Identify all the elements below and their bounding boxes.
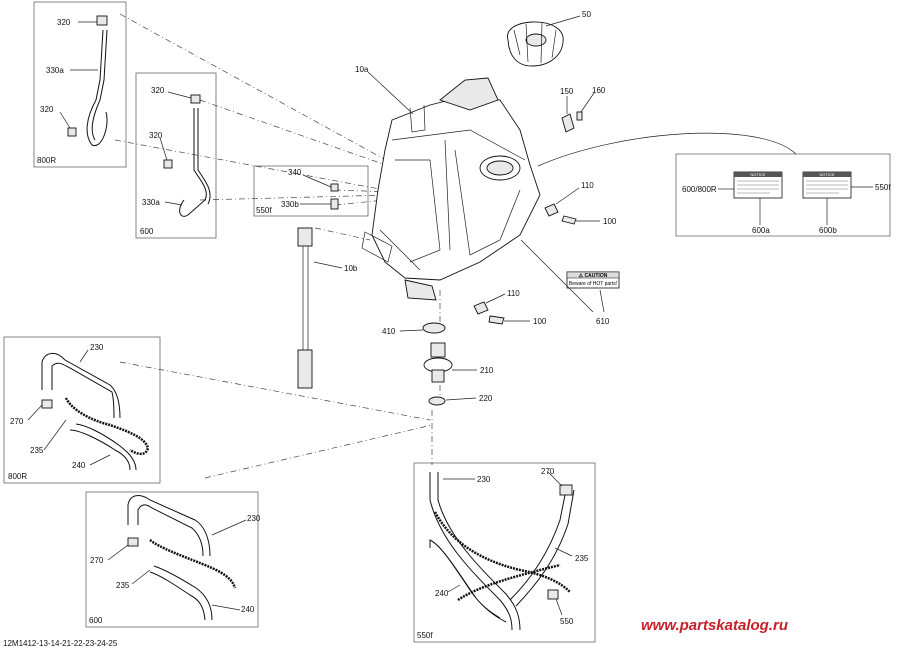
vent-hose-600 [163,94,211,217]
callout-10b: 10b [344,264,358,273]
callout-230: 230 [477,475,491,484]
callout-110: 110 [507,289,520,298]
callout-10a: 10a [355,65,369,74]
inset-600-hoses [85,491,259,628]
caution-decal-610: ⚠ CAUTION Beware of HOT parts! [566,271,620,289]
svg-text:Beware of HOT parts!: Beware of HOT parts! [569,281,617,287]
inset-tag-550f: 550f [256,206,272,215]
fuel-hose-set-600 [127,495,237,621]
fuel-cap-50 [507,21,564,67]
callout-340: 340 [288,168,302,177]
clamp-320-icon [163,159,173,169]
inset-800r-hoses [3,336,161,484]
watermark: www.partskatalog.ru [641,617,788,634]
notice-decal-600a: NOTICE [733,171,783,199]
callout-330b: 330b [281,200,299,209]
clamp-340-icon [330,183,339,192]
callout-240: 240 [241,605,255,614]
svg-text:NOTICE: NOTICE [819,172,834,177]
fuel-hose-set-800r [41,353,150,471]
callout-230: 230 [247,514,261,523]
callout-550f: 550f [875,183,891,192]
callout-160: 160 [592,86,606,95]
callout-270: 270 [541,467,555,476]
washer-110-icon [473,301,489,315]
callout-320: 320 [151,86,165,95]
inset-tag-800r: 800R [8,472,27,481]
clamp-220-icon [428,396,446,406]
inset-tag-600: 600 [140,227,154,236]
leader-to-tank [537,132,797,167]
notice-decal-600b: NOTICE [802,171,852,199]
fuel-level-sensor-10b [297,227,313,389]
callout-320: 320 [149,131,163,140]
inset-550f-vent [253,165,369,217]
callout-230: 230 [90,343,104,352]
bolt-100-icon [488,315,505,325]
clamp-320-icon [67,127,77,137]
figure-code: 12M1412-13-14-21-22-23-24-25 [3,639,118,648]
clamp-320-icon [190,94,201,104]
callout-100: 100 [533,317,547,326]
inset-600-vent [135,72,217,239]
inset-tag-550f: 550f [417,631,433,640]
inset-tag-800r: 800R [37,156,56,165]
callout-240: 240 [72,461,86,470]
callout-410: 410 [382,327,396,336]
callout-320: 320 [40,105,54,114]
bracket-150-icon [561,113,575,133]
callout-320: 320 [57,18,71,27]
fuel-pickup-210 [423,342,453,383]
callout-110: 110 [581,181,594,190]
callout-270: 270 [10,417,24,426]
callout-600a: 600a [752,226,770,235]
callout-600-800r: 600/800R [682,185,717,194]
svg-text:⚠ CAUTION: ⚠ CAUTION [579,273,608,279]
inset-550f-hoses [413,462,596,643]
callout-330a: 330a [46,66,64,75]
callout-220: 220 [479,394,493,403]
callout-235: 235 [575,554,589,563]
callout-270: 270 [90,556,104,565]
clamp-410-icon [422,322,446,334]
inset-800r-vent [33,1,127,168]
callout-600b: 600b [819,226,837,235]
callout-610: 610 [596,317,610,326]
callout-235: 235 [30,446,44,455]
screw-160-icon [576,111,583,121]
fuel-tank-10a [361,77,541,301]
callout-210: 210 [480,366,494,375]
fitting-330b-icon [330,198,339,210]
callout-150: 150 [560,87,574,96]
labels-box [675,153,891,237]
bolt-100-icon [561,215,577,225]
callout-50: 50 [582,10,591,19]
fuel-hose-set-550f [429,472,575,631]
inset-tag-600: 600 [89,616,103,625]
callout-550: 550 [560,617,574,626]
callout-100: 100 [603,217,617,226]
svg-text:NOTICE: NOTICE [750,172,765,177]
callout-235: 235 [116,581,130,590]
callout-240: 240 [435,589,449,598]
vent-hose-800r [67,15,108,147]
callout-330a: 330a [142,198,160,207]
washer-110-icon [544,203,559,217]
clamp-320-icon [96,15,108,26]
dashed-leaders [114,13,441,479]
